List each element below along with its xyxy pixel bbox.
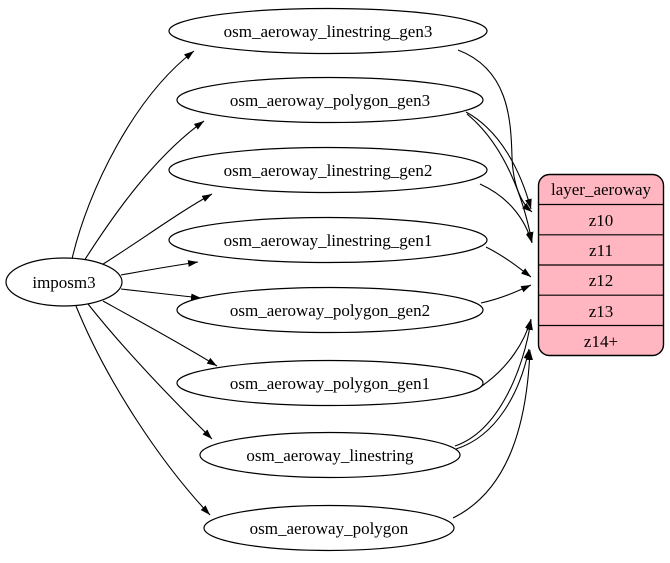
edge-imposm3-polygon-gen2 xyxy=(120,288,202,301)
table-ellipse xyxy=(176,76,484,124)
edge-imposm3-polygon xyxy=(75,305,211,516)
edge-polygon-gen3-z10 xyxy=(465,111,532,210)
node-label: osm_aeroway_polygon_gen2 xyxy=(230,301,430,320)
record-row-z13[interactable]: z13 xyxy=(539,295,664,325)
record-row-label: z10 xyxy=(589,211,614,230)
edge-linestring-gen1-z12 xyxy=(485,246,532,278)
node-osm-aeroway-polygon[interactable]: osm_aeroway_polygon xyxy=(203,504,455,552)
edge-polygon-z14 xyxy=(452,349,533,519)
edge-linestring-z13 xyxy=(454,319,533,447)
table-ellipse xyxy=(168,146,488,194)
node-label: osm_aeroway_polygon_gen3 xyxy=(230,91,430,110)
edge-imposm3-linestring-gen1 xyxy=(120,260,199,276)
table-ellipse xyxy=(168,7,488,55)
node-osm-aeroway-linestring-gen3[interactable]: osm_aeroway_linestring_gen3 xyxy=(168,7,488,55)
node-label: osm_aeroway_linestring xyxy=(246,446,414,465)
imposm3-ellipse xyxy=(5,257,123,307)
edge-layer xyxy=(71,49,534,519)
record-row-z12[interactable]: z12 xyxy=(539,265,664,295)
table-ellipse xyxy=(168,216,488,264)
record-row-label: z14+ xyxy=(584,332,618,351)
edge-imposm3-linestring xyxy=(87,303,213,440)
node-label: osm_aeroway_linestring_gen1 xyxy=(224,231,433,250)
table-ellipse xyxy=(203,504,455,552)
record-row-label: z12 xyxy=(589,271,614,290)
record-row-z11[interactable]: z11 xyxy=(539,235,664,265)
edge-polygon-gen1-z13 xyxy=(478,318,532,389)
record-row-label: z13 xyxy=(589,302,614,321)
record-title: layer_aeroway xyxy=(551,180,652,199)
table-ellipse xyxy=(176,359,484,407)
edge-polygon-gen2-z12 xyxy=(480,284,532,304)
record-row-z10[interactable]: z10 xyxy=(539,205,664,235)
edge-imposm3-polygon-gen1 xyxy=(102,300,218,367)
table-ellipse xyxy=(176,286,484,334)
node-label: osm_aeroway_linestring_gen2 xyxy=(224,161,433,180)
node-osm-aeroway-polygon-gen1[interactable]: osm_aeroway_polygon_gen1 xyxy=(176,359,484,407)
node-label: osm_aeroway_polygon xyxy=(250,519,409,538)
edge-imposm3-linestring-gen3 xyxy=(71,50,195,260)
edge-linestring-z14 xyxy=(455,348,531,450)
node-osm-aeroway-linestring-gen1[interactable]: osm_aeroway_linestring_gen1 xyxy=(168,216,488,264)
table-ellipse xyxy=(199,431,461,479)
record-row-label: z11 xyxy=(589,241,613,260)
edge-imposm3-polygon-gen3 xyxy=(83,120,205,262)
node-osm-aeroway-linestring[interactable]: osm_aeroway_linestring xyxy=(199,431,461,479)
edge-linestring-gen2-z11 xyxy=(479,183,533,244)
edge-polygon-gen3-z11 xyxy=(466,113,534,243)
node-layer-aeroway[interactable]: layer_aeroway z10 z11 z12 z13 z14+ xyxy=(537,173,665,357)
node-osm-aeroway-linestring-gen2[interactable]: osm_aeroway_linestring_gen2 xyxy=(168,146,488,194)
node-label: osm_aeroway_polygon_gen1 xyxy=(230,374,430,393)
node-imposm3[interactable]: imposm3 xyxy=(5,257,123,307)
record-row-z14plus[interactable]: z14+ xyxy=(539,326,664,356)
node-osm-aeroway-polygon-gen3[interactable]: osm_aeroway_polygon_gen3 xyxy=(176,76,484,124)
node-label: osm_aeroway_linestring_gen3 xyxy=(224,22,433,41)
edge-imposm3-linestring-gen2 xyxy=(99,193,213,267)
edge-linestring-gen3-z10 xyxy=(457,49,533,213)
node-osm-aeroway-polygon-gen2[interactable]: osm_aeroway_polygon_gen2 xyxy=(176,286,484,334)
node-label: imposm3 xyxy=(32,273,95,292)
